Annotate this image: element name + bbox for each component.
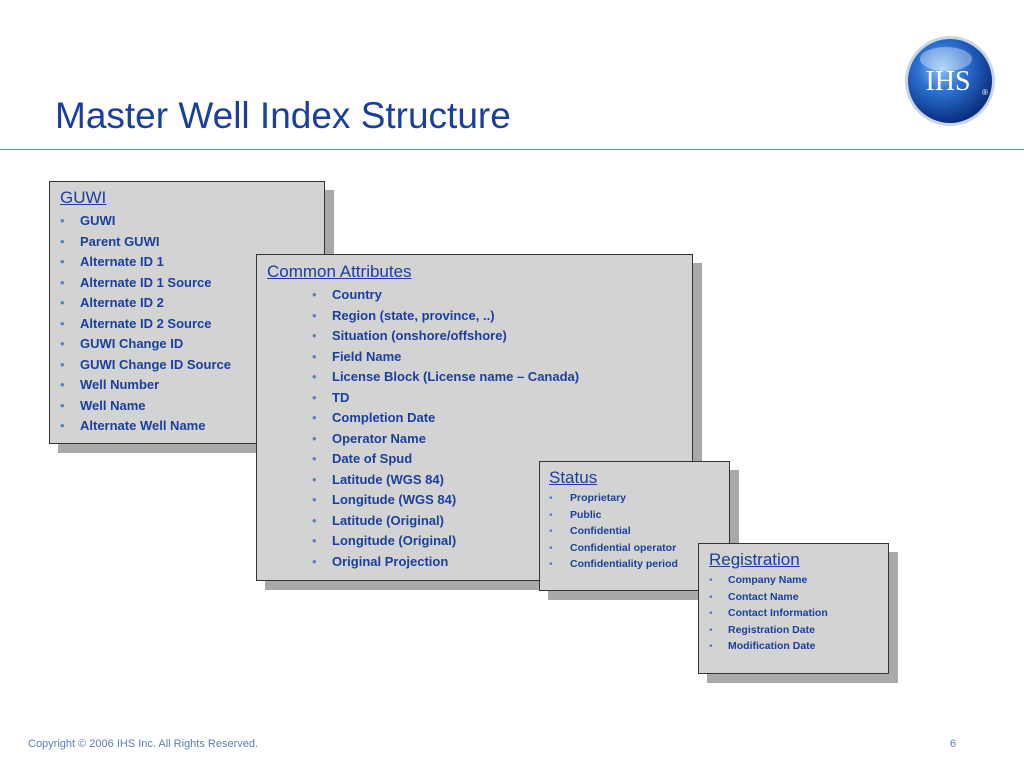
registration-list: Company NameContact NameContact Informat… [709,572,888,655]
list-item: License Block (License name – Canada) [267,367,692,388]
list-item: Parent GUWI [60,232,324,253]
list-item: Company Name [709,572,888,589]
common-attributes-list: CountryRegion (state, province, ..)Situa… [267,285,692,572]
list-item: Longitude (Original) [267,531,692,552]
slide-title: Master Well Index Structure [55,95,511,136]
guwi-box-title: GUWI [60,188,107,207]
list-item: Public [549,507,729,524]
page-number: 6 [950,738,957,750]
list-item: Longitude (WGS 84) [267,490,692,511]
list-item: GUWI Change ID [60,334,324,355]
list-item: Latitude (Original) [267,511,692,532]
footer-copyright: Copyright © 2006 IHS Inc. All Rights Res… [28,738,259,750]
common-attributes-box: Common Attributes CountryRegion (state, … [256,254,693,581]
list-item: TD [267,388,692,409]
list-item: Completion Date [267,408,692,429]
guwi-box: GUWI GUWIParent GUWIAlternate ID 1Altern… [49,181,325,444]
status-list: ProprietaryPublicConfidentialConfidentia… [549,490,729,573]
registration-box-title: Registration [709,550,800,569]
guwi-list: GUWIParent GUWIAlternate ID 1Alternate I… [60,211,324,437]
list-item: Alternate ID 2 Source [60,314,324,335]
registration-box: Registration Company NameContact NameCon… [698,543,889,674]
list-item: Confidentiality period [549,556,729,573]
list-item: Well Name [60,396,324,417]
list-item: Registration Date [709,622,888,639]
list-item: Original Projection [267,552,692,573]
list-item: GUWI Change ID Source [60,355,324,376]
ihs-logo: IHS ® [905,36,995,126]
list-item: Latitude (WGS 84) [267,470,692,491]
list-item: Alternate ID 1 [60,252,324,273]
list-item: Field Name [267,347,692,368]
list-item: Well Number [60,375,324,396]
list-item: Modification Date [709,638,888,655]
list-item: Date of Spud [267,449,692,470]
list-item: Alternate ID 2 [60,293,324,314]
list-item: Contact Information [709,605,888,622]
list-item: Alternate Well Name [60,416,324,437]
list-item: Confidential operator [549,540,729,557]
list-item: Region (state, province, ..) [267,306,692,327]
common-attributes-box-title: Common Attributes [267,262,412,281]
logo-text: IHS [925,66,970,97]
list-item: Operator Name [267,429,692,450]
list-item: Contact Name [709,589,888,606]
list-item: Alternate ID 1 Source [60,273,324,294]
list-item: Proprietary [549,490,729,507]
list-item: GUWI [60,211,324,232]
status-box-title: Status [549,468,598,487]
title-divider [0,149,1024,150]
list-item: Situation (onshore/offshore) [267,326,692,347]
list-item: Confidential [549,523,729,540]
logo-registered-mark: ® [982,88,988,97]
list-item: Country [267,285,692,306]
